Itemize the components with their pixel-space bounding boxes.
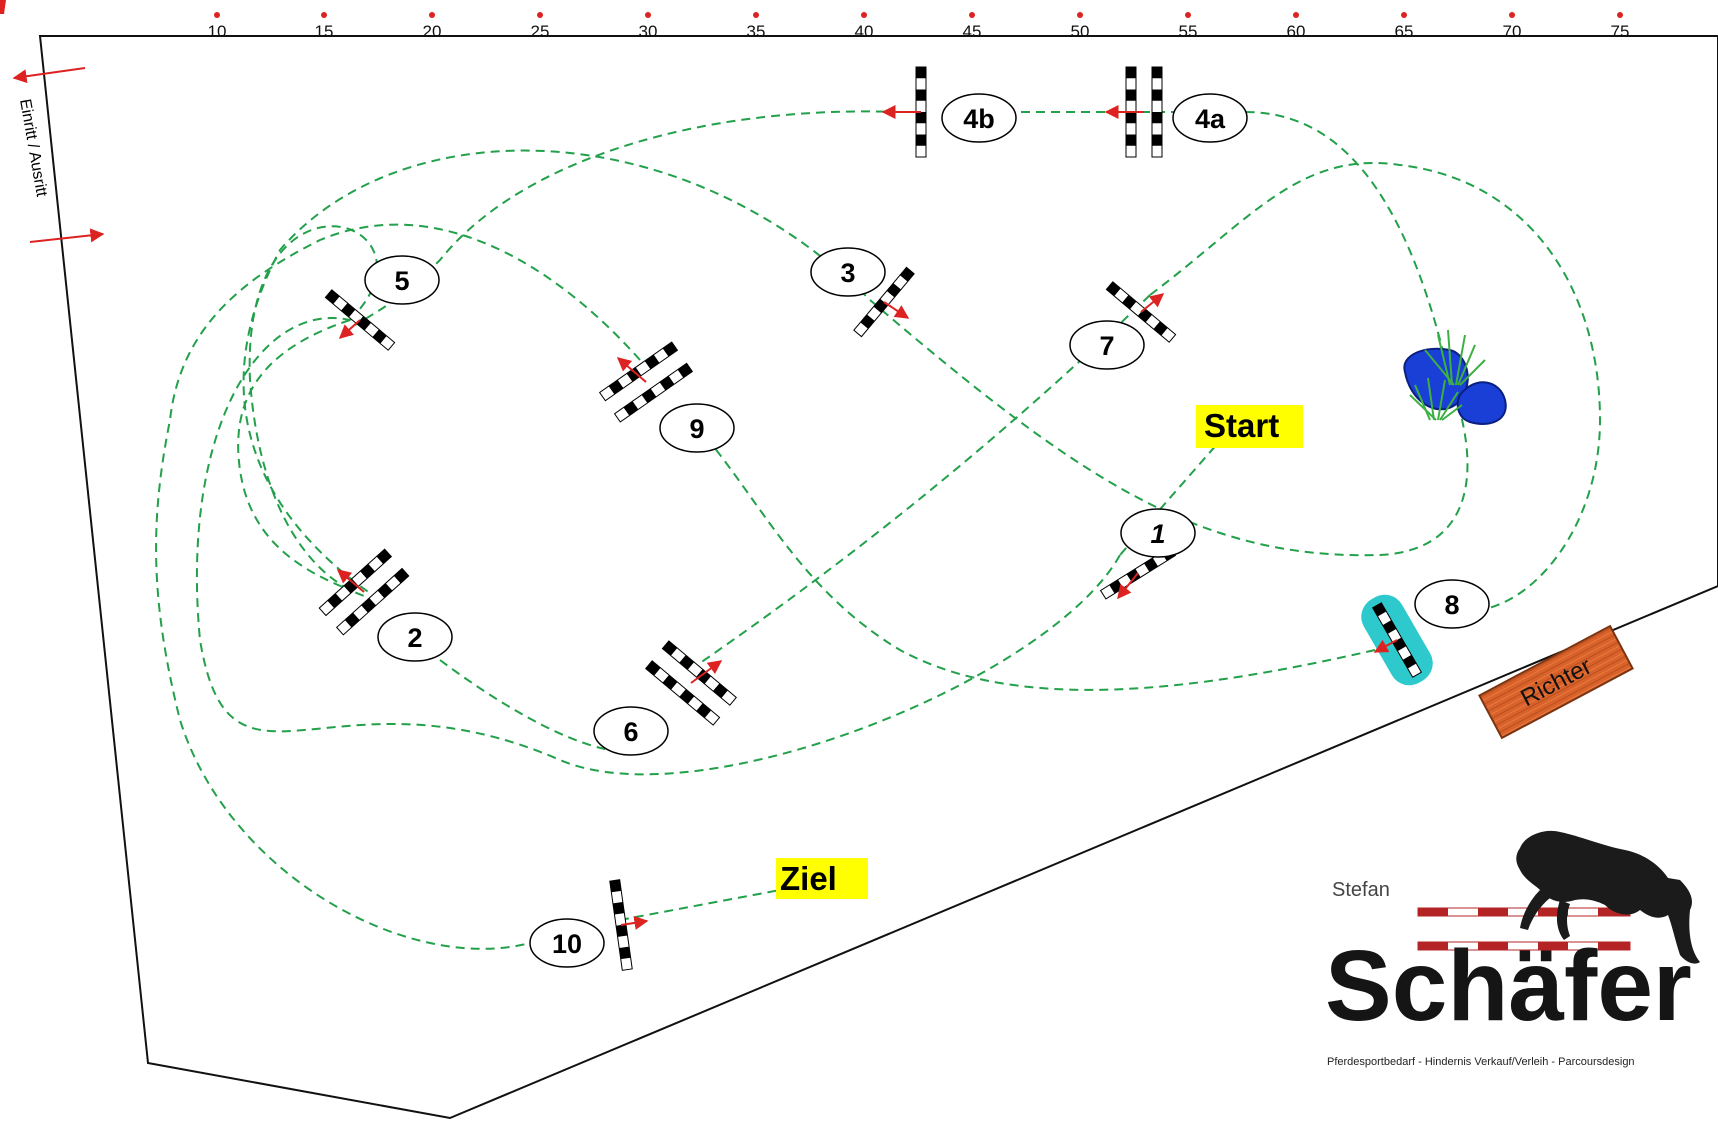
svg-text:3: 3 xyxy=(840,258,855,288)
company-logo: Stefan Schäfer Pferdesportbedarf - Hinde… xyxy=(1325,830,1700,1068)
obstacle-number: 2 xyxy=(377,612,453,662)
svg-text:1: 1 xyxy=(1150,519,1165,549)
svg-text:Schäfer: Schäfer xyxy=(1325,930,1692,1042)
obstacle-number: 9 xyxy=(659,403,735,453)
jump-fence xyxy=(598,341,694,423)
ruler-tick-mark xyxy=(1509,12,1515,18)
ruler-tick-mark xyxy=(1077,12,1083,18)
arena-boundary xyxy=(38,35,1718,1120)
ruler-tick-mark xyxy=(969,12,975,18)
direction-arrow xyxy=(620,915,649,930)
direction-arrow xyxy=(336,569,365,593)
direction-arrow xyxy=(1373,639,1398,653)
obstacle-number: 4b xyxy=(941,93,1017,143)
jump-fence xyxy=(645,640,737,726)
ruler-tick-mark xyxy=(537,12,543,18)
svg-text:10: 10 xyxy=(552,929,582,959)
obstacles: 1 2 3 4a 4b 5 6 7 8 9 10 xyxy=(318,66,1490,971)
stone-grass-decoration xyxy=(1403,329,1507,425)
obstacle-number: 1 xyxy=(1120,508,1196,558)
ruler-tick-mark xyxy=(321,12,327,18)
obstacle-number: 8 xyxy=(1414,579,1490,629)
start-marker: Start xyxy=(1196,405,1303,448)
obstacle-number: 10 xyxy=(529,918,605,968)
svg-text:5: 5 xyxy=(394,266,409,296)
svg-text:4b: 4b xyxy=(963,104,995,134)
svg-text:Stefan: Stefan xyxy=(1332,879,1390,901)
ruler-tick-mark xyxy=(1617,12,1623,18)
ruler-tick-mark xyxy=(1401,12,1407,18)
svg-text:2: 2 xyxy=(407,623,422,653)
svg-text:Pferdesportbedarf - Hindernis: Pferdesportbedarf - Hindernis Verkauf/Ve… xyxy=(1327,1056,1635,1068)
jumping-horse-logo xyxy=(1516,830,1700,964)
obstacle-number: 4a xyxy=(1172,93,1248,143)
ruler-tick-mark xyxy=(645,12,651,18)
direction-arrow xyxy=(338,319,361,339)
svg-text:9: 9 xyxy=(689,414,704,444)
direction-arrow xyxy=(883,301,910,319)
ruler-tick-mark xyxy=(1185,12,1191,18)
obstacle-number: 5 xyxy=(364,255,440,305)
svg-text:4a: 4a xyxy=(1195,104,1226,134)
direction-arrow xyxy=(690,660,723,684)
direction-arrow xyxy=(616,357,647,383)
jump-fence xyxy=(318,548,410,636)
obstacle-number: 3 xyxy=(810,247,886,297)
ruler-tick-mark xyxy=(753,12,759,18)
direction-arrow xyxy=(1117,572,1139,600)
entrance-label: Einritt / Ausritt xyxy=(16,98,50,199)
obstacle-number: 6 xyxy=(593,706,669,756)
svg-text:Ziel: Ziel xyxy=(780,860,837,897)
direction-arrow xyxy=(1140,293,1165,313)
entrance-arrows xyxy=(12,67,105,243)
obstacle-number: 7 xyxy=(1069,320,1145,370)
svg-text:8: 8 xyxy=(1444,590,1459,620)
ruler-tick-mark xyxy=(1293,12,1299,18)
ruler-tick-mark xyxy=(429,12,435,18)
logo-jump-poles xyxy=(1417,907,1631,951)
corner-marker xyxy=(0,0,6,14)
ruler-tick-mark xyxy=(214,12,220,18)
svg-text:6: 6 xyxy=(623,717,638,747)
svg-text:Start: Start xyxy=(1204,407,1279,444)
svg-text:7: 7 xyxy=(1099,331,1114,361)
finish-marker: Ziel xyxy=(776,858,868,899)
ruler-tick-mark xyxy=(861,12,867,18)
judge-box: Richter xyxy=(1478,624,1634,740)
